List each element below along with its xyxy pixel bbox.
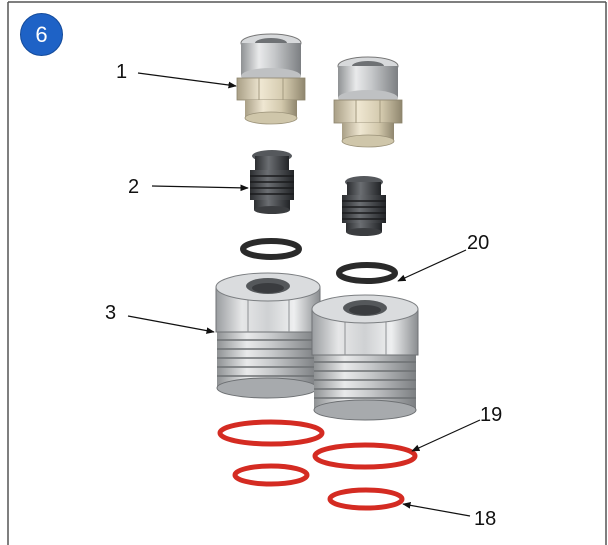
callout-label-18: 18 <box>474 508 497 530</box>
callout-label-20: 20 <box>467 232 490 254</box>
check-valve-insert-left-icon <box>250 150 294 214</box>
red-o-ring-large-left-icon <box>217 419 325 447</box>
check-valve-insert-right-icon <box>342 176 386 236</box>
push-to-connect-fitting-left-icon <box>236 33 306 125</box>
callout-label-19: 19 <box>480 404 503 426</box>
red-o-ring-large-right-icon <box>312 442 418 470</box>
callout-label-2: 2 <box>128 176 140 198</box>
step-number-badge: 6 <box>20 13 63 56</box>
black-o-ring-left-icon <box>240 238 302 260</box>
leader-line-19 <box>411 419 481 452</box>
red-o-ring-small-right-icon <box>327 487 405 511</box>
leader-line-18 <box>402 502 471 517</box>
callout-label-3: 3 <box>105 302 117 324</box>
leader-line-3 <box>127 315 215 334</box>
push-to-connect-fitting-right-icon <box>333 56 403 148</box>
leader-line-20 <box>397 249 467 282</box>
callout-label-1: 1 <box>116 61 128 83</box>
black-o-ring-right-icon <box>336 262 398 284</box>
red-o-ring-small-left-icon <box>232 463 310 487</box>
threaded-fluid-fitting-right-icon <box>311 294 419 421</box>
leader-line-2 <box>151 184 249 192</box>
leader-line-1 <box>137 72 237 89</box>
threaded-fluid-fitting-left-icon <box>215 272 321 399</box>
